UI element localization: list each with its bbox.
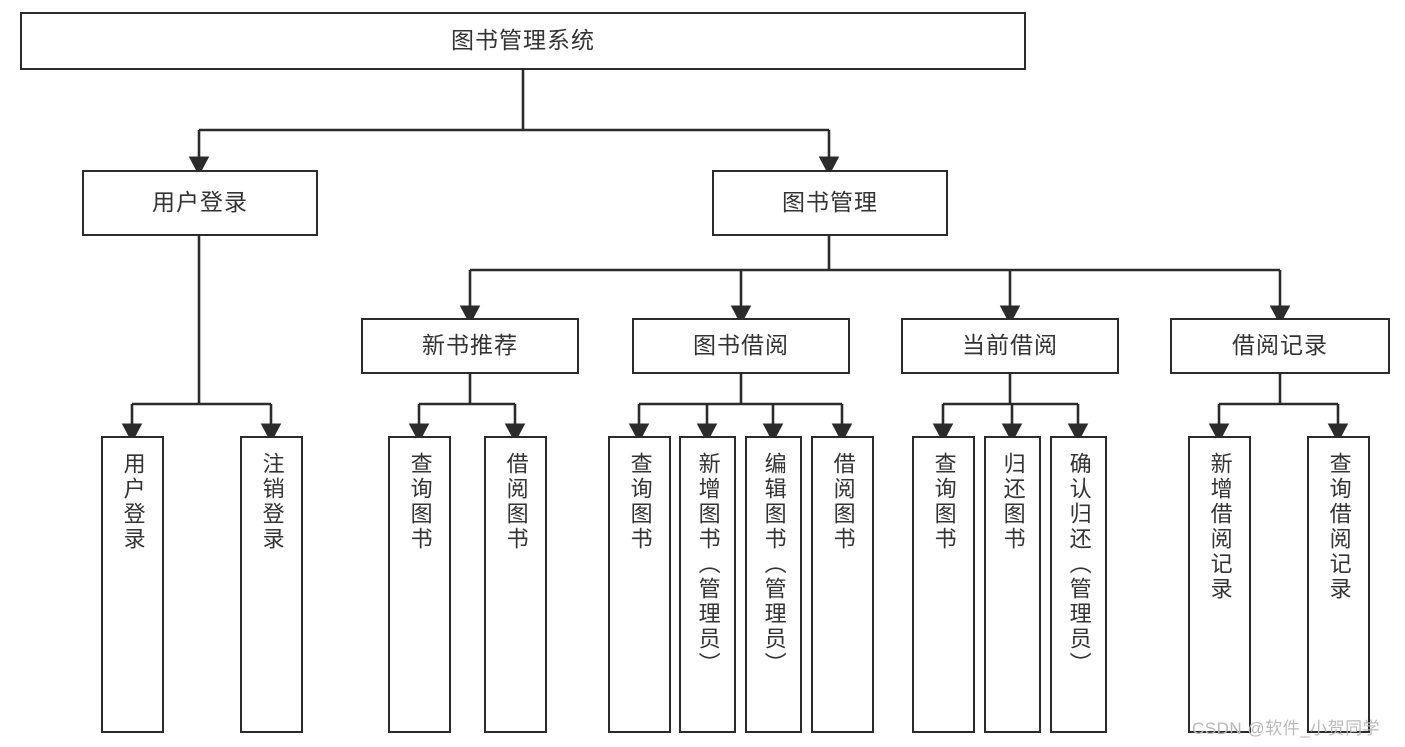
node-book-borrow[interactable]: 图书借阅 — [632, 318, 850, 374]
node-leaf-add-borrow-record-label: 新增借阅记录 — [1207, 452, 1233, 602]
node-leaf-edit-book-label: 编辑图书（管理员） — [761, 452, 787, 677]
node-leaf-edit-book[interactable]: 编辑图书（管理员） — [745, 436, 802, 733]
node-current-borrow-label: 当前借阅 — [962, 332, 1058, 359]
node-leaf-query-book-current[interactable]: 查询图书 — [912, 436, 975, 733]
node-leaf-user-logout[interactable]: 注销登录 — [240, 436, 303, 733]
node-leaf-borrow-book-recommend-label: 借阅图书 — [503, 452, 529, 552]
node-root-label: 图书管理系统 — [451, 27, 595, 54]
node-leaf-query-book-current-label: 查询图书 — [931, 452, 957, 552]
node-leaf-borrow-book-label: 借阅图书 — [830, 452, 856, 552]
node-leaf-query-book-borrow[interactable]: 查询图书 — [608, 436, 671, 733]
node-leaf-query-borrow-record-label: 查询借阅记录 — [1326, 452, 1352, 602]
node-current-borrow[interactable]: 当前借阅 — [901, 318, 1119, 374]
node-leaf-query-book-borrow-label: 查询图书 — [627, 452, 653, 552]
node-book-manage[interactable]: 图书管理 — [712, 170, 948, 236]
node-leaf-return-book[interactable]: 归还图书 — [984, 436, 1041, 733]
node-leaf-query-book-recommend-label: 查询图书 — [407, 452, 433, 552]
node-leaf-add-book-label: 新增图书（管理员） — [695, 452, 721, 677]
node-book-borrow-label: 图书借阅 — [693, 332, 789, 359]
node-leaf-borrow-book-recommend[interactable]: 借阅图书 — [484, 436, 547, 733]
node-leaf-add-book[interactable]: 新增图书（管理员） — [679, 436, 736, 733]
node-root[interactable]: 图书管理系统 — [20, 12, 1026, 70]
node-leaf-borrow-book[interactable]: 借阅图书 — [811, 436, 874, 733]
node-user-login[interactable]: 用户登录 — [82, 170, 318, 236]
node-new-book-recommend[interactable]: 新书推荐 — [361, 318, 579, 374]
node-leaf-return-book-label: 归还图书 — [1000, 452, 1026, 552]
node-leaf-confirm-return-label: 确认归还（管理员） — [1066, 452, 1092, 677]
node-leaf-confirm-return[interactable]: 确认归还（管理员） — [1050, 436, 1107, 733]
node-borrow-record-label: 借阅记录 — [1232, 332, 1328, 359]
node-user-login-label: 用户登录 — [152, 189, 248, 216]
node-leaf-query-borrow-record[interactable]: 查询借阅记录 — [1307, 436, 1370, 733]
node-leaf-query-book-recommend[interactable]: 查询图书 — [388, 436, 451, 733]
node-leaf-user-login-label: 用户登录 — [120, 452, 146, 552]
node-borrow-record[interactable]: 借阅记录 — [1170, 318, 1390, 374]
node-book-manage-label: 图书管理 — [782, 189, 878, 216]
node-leaf-user-login[interactable]: 用户登录 — [101, 436, 164, 733]
node-leaf-add-borrow-record[interactable]: 新增借阅记录 — [1188, 436, 1251, 733]
node-new-book-recommend-label: 新书推荐 — [422, 332, 518, 359]
node-leaf-user-logout-label: 注销登录 — [259, 452, 285, 552]
